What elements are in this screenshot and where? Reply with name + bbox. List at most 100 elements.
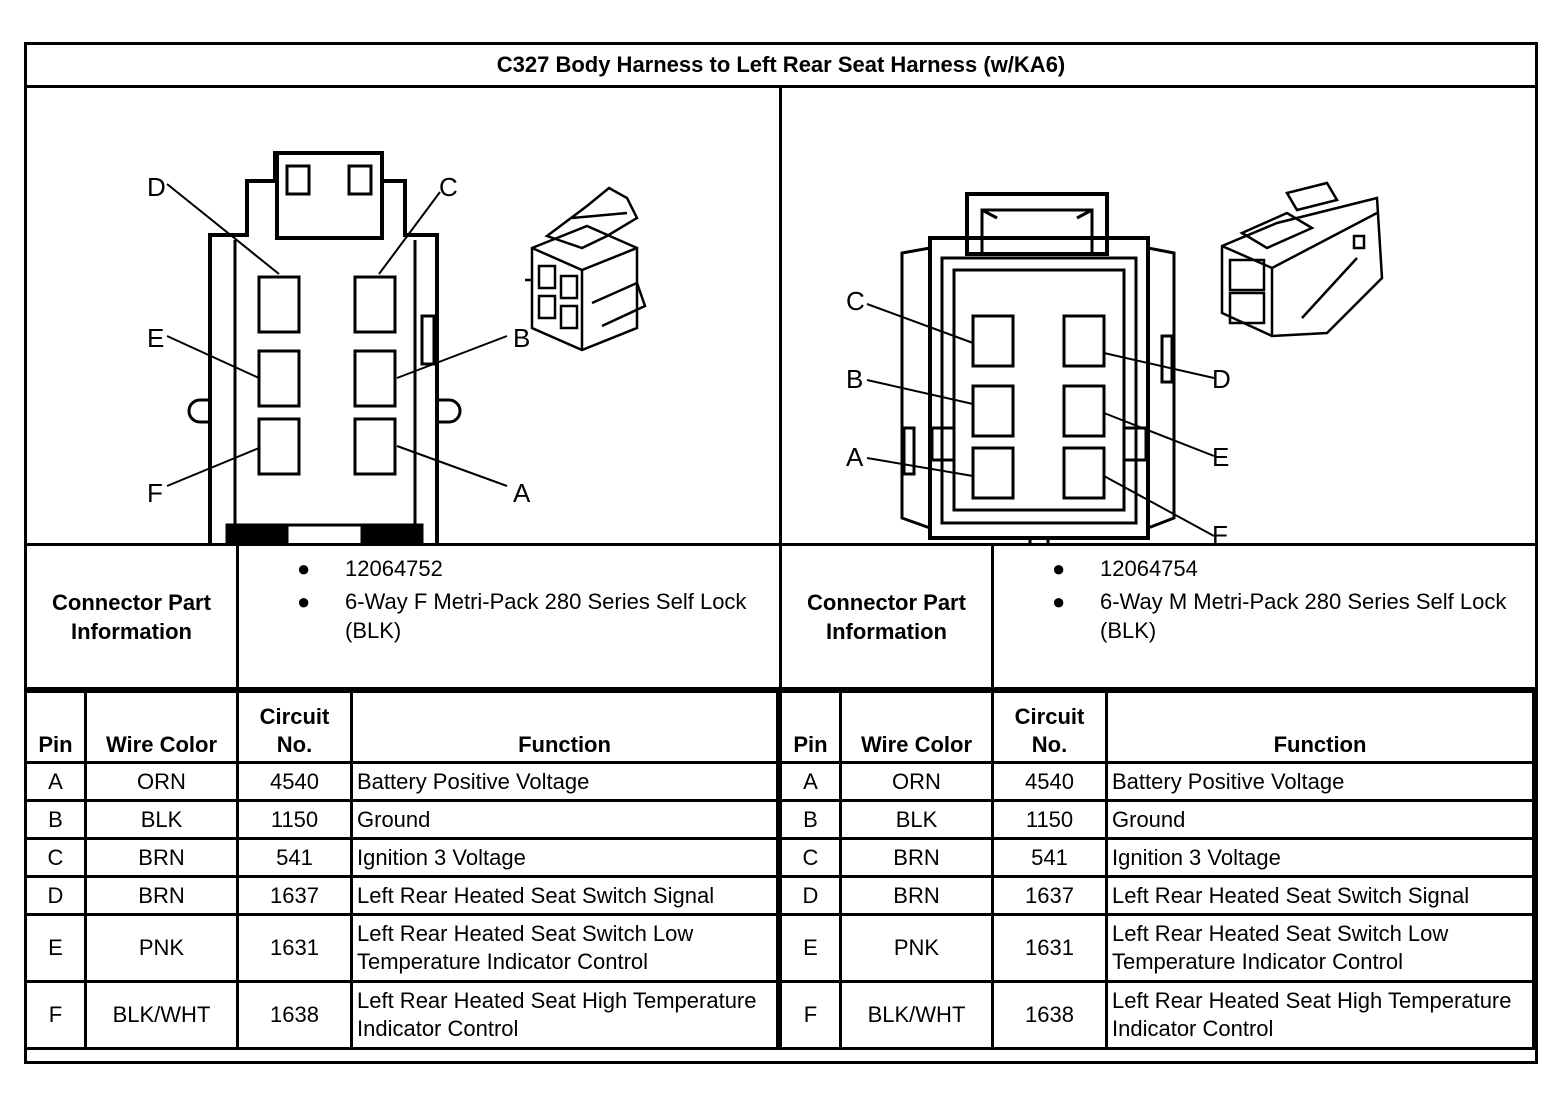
cavity-f <box>1062 446 1106 500</box>
pin-cell: C <box>24 837 87 878</box>
wire-color-header: Wire Color <box>839 690 994 764</box>
function-cell: Left Rear Heated Seat Switch Low Tempera… <box>1105 913 1535 983</box>
circuit-cell: 1638 <box>991 980 1108 1050</box>
circuit-cell: 1631 <box>991 913 1108 983</box>
cavity-c <box>971 314 1015 368</box>
pin-label-f: F <box>147 478 163 508</box>
pin-cell: B <box>24 799 87 840</box>
part-number: 12064752 <box>345 556 443 581</box>
function-cell: Left Rear Heated Seat Switch Signal <box>1105 875 1535 916</box>
pin-label-a: A <box>846 442 864 472</box>
part-number-item: ●12064754 <box>1012 554 1532 583</box>
circuit-cell: 4540 <box>236 761 353 802</box>
pin-label-a: A <box>513 478 531 508</box>
male-connector-diagram: C D B E A F <box>846 181 1384 543</box>
part-number-item: ● 12064752 <box>257 554 777 583</box>
wire-color-cell: BRN <box>839 875 994 916</box>
part-description-item: ● 6-Way M Metri-Pack 280 Series Self Lock… <box>1012 587 1532 645</box>
wire-color-cell: PNK <box>84 913 239 983</box>
pin-cell: C <box>779 837 842 878</box>
function-cell: Ignition 3 Voltage <box>350 837 779 878</box>
pin-header: Pin <box>779 690 842 764</box>
pin-cell: F <box>24 980 87 1050</box>
pin-label-b: B <box>846 364 863 394</box>
cavity-f <box>257 417 301 476</box>
cavity-c <box>353 275 397 334</box>
function-cell: Battery Positive Voltage <box>1105 761 1535 802</box>
function-cell: Ignition 3 Voltage <box>1105 837 1535 878</box>
male-connector-thumbnail <box>1220 181 1384 338</box>
left-connector-info: Connector Part Information ● 12064752 ● 6-… <box>27 546 782 687</box>
pin-cell: A <box>24 761 87 802</box>
circuit-cell: 4540 <box>991 761 1108 802</box>
wire-color-cell: BRN <box>839 837 994 878</box>
function-cell: Left Rear Heated Seat Switch Low Tempera… <box>350 913 779 983</box>
wire-color-cell: BRN <box>84 875 239 916</box>
function-cell: Ground <box>350 799 779 840</box>
cavity-d <box>257 275 301 334</box>
pin-cell: F <box>779 980 842 1050</box>
pin-label-f: F <box>1212 520 1228 543</box>
bullet-icon: ● <box>1052 589 1066 614</box>
pin-label-e: E <box>1212 442 1229 472</box>
female-connector-thumbnail <box>525 186 647 352</box>
function-cell: Ground <box>1105 799 1535 840</box>
cavity-d <box>1062 314 1106 368</box>
wire-color-cell: BLK/WHT <box>84 980 239 1050</box>
wire-color-cell: BRN <box>84 837 239 878</box>
right-connector-info: Connector Part Information ●12064754 ● 6-… <box>782 546 1535 687</box>
circuit-cell: 541 <box>236 837 353 878</box>
part-description: 6-Way F Metri-Pack 280 Series Self Lock … <box>345 589 747 643</box>
pin-label-c: C <box>846 286 865 316</box>
female-connector-diagram: D C E B F A <box>147 151 647 543</box>
circuit-cell: 541 <box>991 837 1108 878</box>
wire-color-cell: ORN <box>84 761 239 802</box>
pin-header: Pin <box>24 690 87 764</box>
wire-color-cell: BLK <box>839 799 994 840</box>
pin-cell: A <box>779 761 842 802</box>
function-cell: Left Rear Heated Seat High Temperature I… <box>350 980 779 1050</box>
circuit-cell: 1150 <box>236 799 353 840</box>
cavity-b <box>971 384 1015 438</box>
function-cell: Left Rear Heated Seat High Temperature I… <box>1105 980 1535 1050</box>
cavity-e <box>257 349 301 408</box>
part-description: 6-Way M Metri-Pack 280 Series Self Lock … <box>1100 589 1507 643</box>
wire-color-cell: PNK <box>839 913 994 983</box>
pin-cell: B <box>779 799 842 840</box>
pin-cell: E <box>24 913 87 983</box>
cavity-a <box>971 446 1015 500</box>
connector-info-row: Connector Part Information ● 12064752 ● 6-… <box>27 543 1535 690</box>
circuit-cell: 1638 <box>236 980 353 1050</box>
pin-label-b: B <box>513 323 530 353</box>
cavity-a <box>353 417 397 476</box>
circuit-header: Circuit No. <box>236 690 353 764</box>
bullet-icon: ● <box>297 556 311 581</box>
bullet-icon: ● <box>297 589 311 614</box>
connector-part-info-label: Connector Part Information <box>27 546 239 687</box>
pin-cell: E <box>779 913 842 983</box>
circuit-cell: 1150 <box>991 799 1108 840</box>
connector-part-info-label: Connector Part Information <box>782 546 994 687</box>
cavity-e <box>1062 384 1106 438</box>
connector-sheet: C327 Body Harness to Left Rear Seat Harn… <box>24 42 1538 1064</box>
circuit-header: Circuit No. <box>991 690 1108 764</box>
part-info-list: ● 12064752 ● 6-Way F Metri-Pack 280 Series… <box>257 554 777 649</box>
pin-label-d: D <box>147 172 166 202</box>
function-header: Function <box>350 690 779 764</box>
wire-color-cell: BLK/WHT <box>839 980 994 1050</box>
function-cell: Left Rear Heated Seat Switch Signal <box>350 875 779 916</box>
part-description-item: ● 6-Way F Metri-Pack 280 Series Self Lock… <box>257 587 777 645</box>
wire-color-header: Wire Color <box>84 690 239 764</box>
